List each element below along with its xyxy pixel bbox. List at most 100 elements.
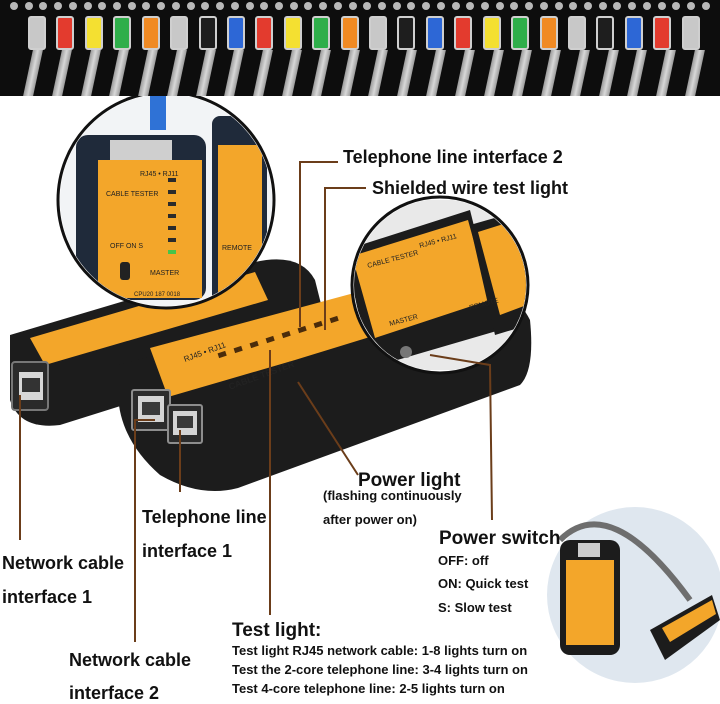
panel-screw — [127, 2, 136, 10]
patch-cable — [224, 50, 245, 96]
panel-screw — [245, 2, 254, 10]
panel-screw — [672, 2, 681, 10]
patch-port — [482, 16, 501, 50]
leader-lines — [19, 161, 493, 642]
panel-screw — [436, 2, 445, 10]
patch-cable — [368, 50, 389, 96]
panel-screw — [39, 2, 48, 10]
panel-screw — [363, 2, 372, 10]
panel-screw — [539, 2, 548, 10]
patch-port — [198, 16, 217, 50]
power-light-note-1: (flashing continuously — [323, 488, 462, 503]
label-shielded-wire-test-light: Shielded wire test light — [372, 178, 569, 198]
panel-screw — [554, 2, 563, 10]
panel-screw — [83, 2, 92, 10]
patch-cable — [483, 50, 504, 96]
panel-screw — [377, 2, 386, 10]
patch-port — [624, 16, 643, 50]
panel-screw — [466, 2, 475, 10]
zoom-left-cpu: CPU20 187 0018 — [134, 292, 181, 298]
panel-screw — [113, 2, 122, 10]
panel-screw — [216, 2, 225, 10]
patch-cable — [109, 50, 130, 96]
panel-screw — [186, 2, 195, 10]
patch-cable — [569, 50, 590, 96]
patch-cable — [627, 50, 648, 96]
panel-screw — [201, 2, 210, 10]
panel-screw — [304, 2, 313, 10]
zoom-left-master: MASTER — [150, 270, 179, 277]
patch-port — [681, 16, 700, 50]
patch-cable — [138, 50, 159, 96]
label-test-light: Test light: — [232, 620, 322, 641]
label-network-cable-interface-2b: interface 2 — [69, 683, 160, 703]
patch-panel-ports — [28, 16, 700, 50]
panel-screw — [274, 2, 283, 10]
zoom-left-remote: REMOTE — [222, 245, 252, 252]
power-light-note-2: after power on) — [323, 512, 417, 527]
panel-screw — [68, 2, 77, 10]
patch-cable — [454, 50, 475, 96]
panel-screw — [701, 2, 710, 10]
panel-screw — [260, 2, 269, 10]
led-row — [217, 315, 339, 359]
patch-port — [283, 16, 302, 50]
label-telephone-line-interface-2: Telephone line interface 2 — [343, 147, 563, 167]
patch-cable — [426, 50, 446, 96]
panel-screw — [142, 2, 151, 10]
panel-screw — [333, 2, 342, 10]
patch-port — [340, 16, 359, 50]
panel-screw — [481, 2, 489, 10]
panel-screw — [407, 2, 416, 10]
patch-port — [397, 16, 416, 50]
patch-panel-cables — [23, 50, 705, 96]
patch-cable — [339, 50, 360, 96]
panel-screw — [569, 2, 578, 10]
panel-screw — [628, 2, 637, 10]
patch-port — [56, 16, 75, 50]
patch-port — [255, 16, 274, 50]
patch-cable — [541, 50, 561, 96]
panel-screw — [525, 2, 534, 10]
patch-cable — [23, 50, 43, 96]
patch-cable — [253, 50, 274, 96]
patch-port — [312, 16, 331, 50]
panel-screw — [230, 2, 239, 10]
panel-screw — [24, 2, 33, 10]
patch-port — [653, 16, 672, 50]
patch-port — [568, 16, 587, 50]
label-telephone-line-interface-1b: interface 1 — [142, 541, 233, 561]
patch-cable — [397, 50, 418, 96]
panel-screw — [451, 2, 460, 10]
panel-screw — [392, 2, 401, 10]
patch-port — [425, 16, 444, 50]
panel-screw — [54, 2, 63, 10]
label-network-cable-interface-2a: Network cable — [69, 650, 192, 670]
patch-panel — [0, 0, 720, 96]
power-switch-off: OFF: off — [438, 553, 489, 568]
test-light-line-1: Test light RJ45 network cable: 1-8 light… — [232, 643, 528, 658]
label-network-cable-interface-1a: Network cable — [2, 553, 125, 573]
panel-screw — [642, 2, 651, 10]
zoom-circle-right: CABLE TESTER RJ45 • RJ11 MASTER REMOTE — [350, 195, 530, 375]
patch-port — [28, 16, 46, 50]
patch-panel-screws — [0, 2, 720, 12]
power-switch-s: S: Slow test — [438, 600, 512, 615]
patch-cable — [685, 50, 705, 96]
panel-screw — [657, 2, 666, 10]
patch-cable — [598, 50, 619, 96]
patch-cable — [310, 50, 331, 96]
patch-cable — [167, 50, 187, 96]
patch-port — [141, 16, 160, 50]
patch-port — [454, 16, 473, 50]
patch-port — [226, 16, 245, 50]
label-power-switch: Power switch — [439, 528, 561, 549]
panel-screw — [510, 2, 519, 10]
label-network-cable-interface-1b: interface 1 — [2, 587, 93, 607]
panel-screw — [319, 2, 328, 10]
zoom-left-rj: RJ45 • RJ11 — [140, 171, 179, 178]
panel-screw — [687, 2, 696, 10]
patch-port — [369, 16, 388, 50]
patch-cable — [80, 50, 101, 96]
cable-tester-illustration: CABLE TESTER RJ45 • RJ11 — [10, 96, 720, 683]
